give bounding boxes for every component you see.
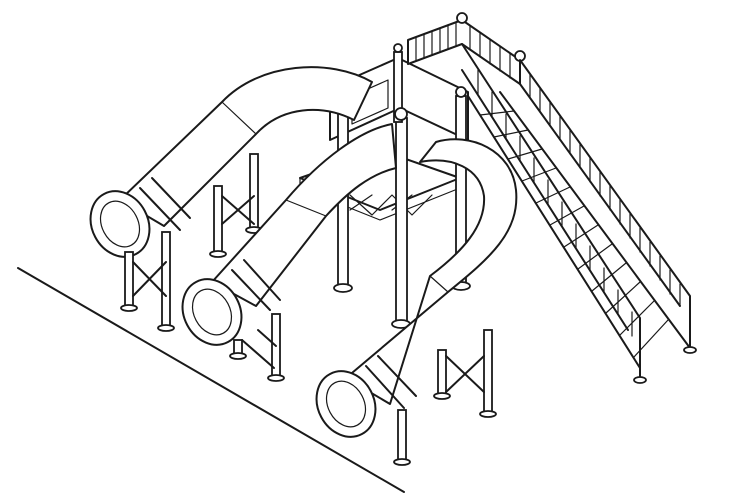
stair-stringer-outer [499,91,691,349]
slide-1-leg [161,231,171,329]
stair-treads [479,110,669,358]
slide-1-joint [221,101,257,135]
slide-1-exit-opening [99,200,141,248]
slide-3-joint [429,275,449,293]
tube-slide-1 [89,66,373,332]
slide-3-bracing [445,355,485,393]
post-cap [455,86,467,98]
foot [267,374,285,382]
slide-1-bracing [132,195,255,297]
post-foot [333,283,353,293]
foot [433,392,451,400]
slide-2-body [211,123,397,307]
foot [209,250,227,258]
stair-rail-inner [461,43,641,379]
stair-foot [683,346,697,354]
foot [120,304,138,312]
foot [393,458,411,466]
stair-stringer-inner [467,95,641,369]
stair-rail-inner-low [461,69,629,331]
tube-slide-3 [315,138,518,466]
slide-2-bracing [241,329,277,369]
tube-slide-2 [181,123,397,382]
foot [229,352,247,360]
slide-1-body [119,66,373,227]
tower-post-front [395,117,408,325]
slide-2-exit-ring [181,278,243,346]
slide-1-leg [124,251,134,309]
back-rail-pickets [415,21,511,79]
slide-3-leg [483,329,493,415]
slide-1-exit-ring [89,190,151,258]
stairs [407,12,697,384]
stair-rail-inner-pickets [477,69,633,337]
slide-3-leg [397,409,407,463]
foot [157,324,175,332]
slide-1-leg [213,185,223,255]
stair-rail-outer [519,59,691,349]
slide-3-exit-ring [315,370,377,438]
slide-2-exit-opening [191,288,233,336]
slide-3-collar [365,355,417,409]
stair-rail-pickets [529,73,681,307]
slide-3-leg [437,349,447,397]
slide-1-leg [249,153,259,231]
slide-1-collar [139,177,191,231]
post-cap [393,43,403,53]
stair-foot [633,376,647,384]
ground-line [17,267,405,493]
slide-3-body [345,138,518,405]
foot [479,410,497,418]
slide-2-joint [285,199,327,217]
deck-bracing [349,194,433,216]
rail-post-cap [456,12,468,24]
slide-2-collar [231,259,281,311]
slide-3-exit-opening [325,380,367,428]
post-cap [394,107,408,121]
